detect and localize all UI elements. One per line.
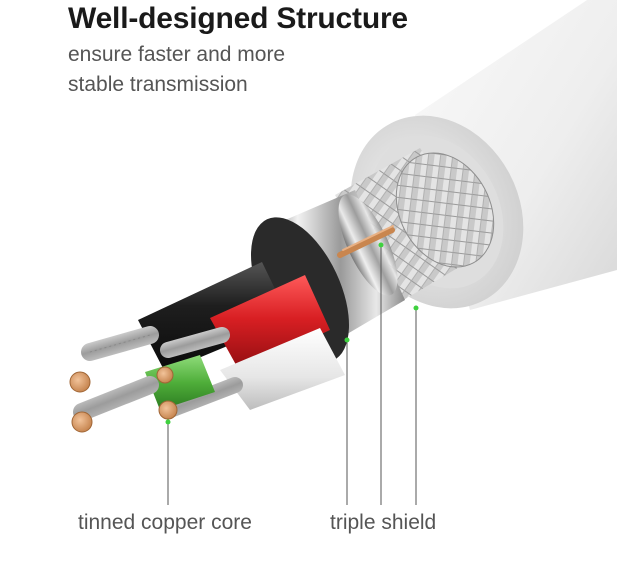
white-wire: [162, 328, 345, 418]
callout-tinned-copper-core: tinned copper core: [78, 511, 252, 534]
page-title: Well-designed Structure: [68, 2, 408, 35]
subtitle-line-2: stable transmission: [68, 73, 248, 96]
callout-pointers: [165, 242, 419, 505]
copper-core-ends: [69, 366, 178, 433]
subtitle-line-1: ensure faster and more: [68, 43, 286, 66]
subtitle: ensure faster and more stable transmissi…: [68, 40, 285, 100]
braided-shield: [335, 148, 495, 305]
red-wire: [160, 275, 330, 372]
pointer-dot: [344, 337, 350, 343]
pointer-dot: [378, 242, 384, 248]
drain-wire: [337, 225, 395, 258]
pointer-dot: [165, 419, 171, 425]
callout-triple-shield: triple shield: [330, 511, 437, 534]
pointer-dot: [413, 305, 419, 311]
